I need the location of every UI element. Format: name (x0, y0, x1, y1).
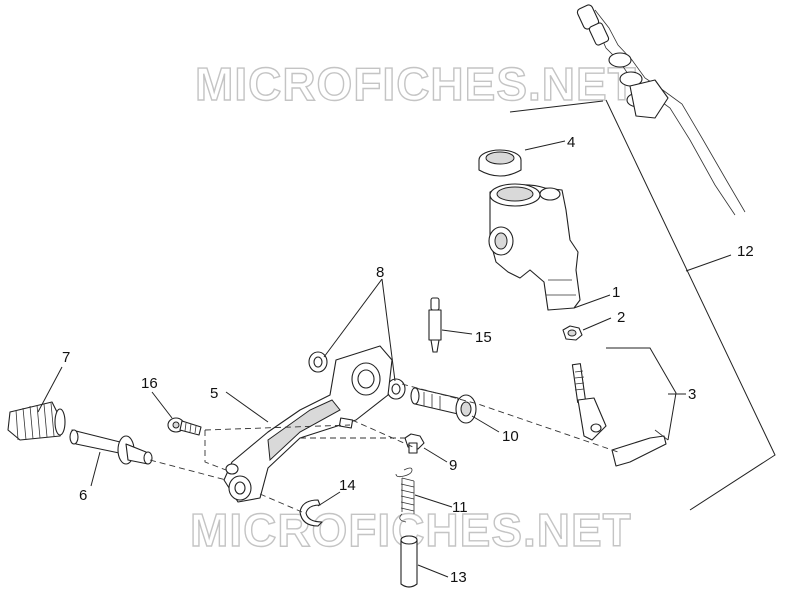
part-16-screw (167, 417, 202, 436)
callout-12: 12 (737, 243, 754, 260)
callout-16: 16 (141, 375, 158, 392)
part-10-pivot-bolt (410, 387, 477, 424)
part-15-pin (428, 297, 442, 353)
alignment-lines (149, 383, 619, 513)
part-3-pushrod (571, 363, 669, 467)
part-5-brake-pedal (223, 345, 393, 503)
part-14-circlip (299, 499, 323, 527)
callout-6: 6 (79, 487, 87, 504)
part-4-reservoir-cap (478, 149, 522, 177)
part-2-nut (562, 325, 583, 341)
watermark-top: MICROFICHES.NET (195, 58, 637, 110)
part-6-peg-shaft (69, 429, 153, 465)
callout-4: 4 (567, 134, 575, 151)
watermark-bottom: MICROFICHES.NET (190, 504, 632, 556)
part-11-spring (395, 467, 415, 523)
callouts: 4 1 2 3 12 8 15 16 5 7 6 10 9 14 11 13 (62, 134, 754, 586)
part-12-brake-hose (576, 4, 746, 216)
callout-10: 10 (502, 428, 519, 445)
callout-15: 15 (475, 329, 492, 346)
callout-5: 5 (210, 385, 218, 402)
callout-11: 11 (452, 499, 468, 516)
callout-14: 14 (339, 477, 356, 494)
callout-8: 8 (376, 264, 384, 281)
callout-3: 3 (688, 386, 696, 403)
callout-9: 9 (449, 457, 457, 474)
part-9-bolt (404, 433, 425, 454)
callout-7: 7 (62, 349, 70, 366)
leader-lines (37, 99, 776, 578)
callout-2: 2 (617, 309, 625, 326)
callout-1: 1 (612, 284, 620, 301)
part-7-pedal-rubber (7, 401, 66, 441)
part-13-sleeve (400, 535, 418, 588)
part-1-master-cylinder (488, 183, 581, 311)
callout-13: 13 (450, 569, 467, 586)
